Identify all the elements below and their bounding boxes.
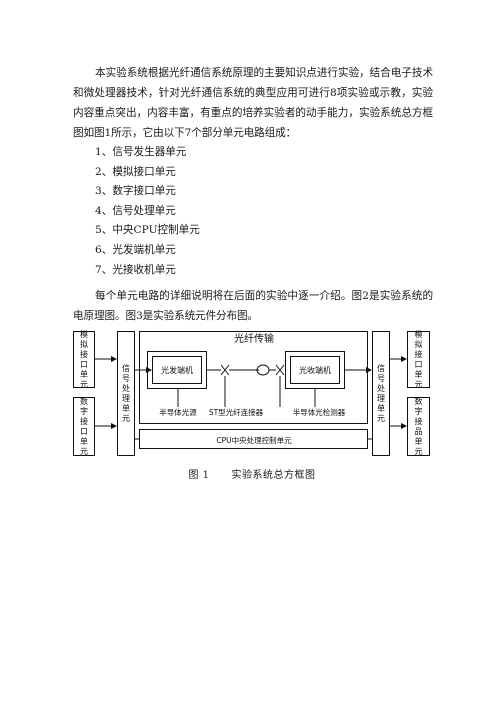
list-item: 2、模拟接口单元 [95,165,176,178]
right-processing-box [372,331,390,456]
source-label: 半导体光源 [159,407,197,417]
list-item: 4、信号处理单元 [95,204,176,217]
caption-title: 实验系统总方框图 [231,470,316,481]
right-analog-label: 模拟接口单元 [415,329,423,389]
left-analog-label: 模拟接口单元 [80,329,88,389]
receiver-label: 光收端机 [299,365,331,375]
receiver-box [285,351,345,389]
detector-label: 半导体光检测器 [293,407,346,417]
left-analog-box [73,331,95,388]
transmitter-inner-box [152,356,202,384]
list-item: 1、信号发生器单元 [95,146,187,158]
list-item: 3、数字接口单元 [95,185,176,198]
left-digital-label: 数字接口单元 [80,396,88,456]
right-analog-box [407,331,430,388]
fiber-transmission-frame [139,331,368,424]
left-processing-box [117,331,135,456]
cpu-bar-label: CPU中央处理控制单元 [216,435,292,445]
receiver-inner-box [290,356,340,384]
cpu-bar-box [139,429,368,449]
right-digital-box [407,397,430,456]
unit-list: 1、信号发生器单元 2、模拟接口单元 3、数字接口单元 4、信号处理单元 5、中… [95,143,200,280]
transmitter-label: 光发端机 [161,365,193,375]
right-processing-label: 信号处理单元 [377,363,385,423]
connector-label: ST型光纤连接器 [209,407,264,417]
list-item: 6、光发端机单元 [95,243,176,256]
block-diagram-svg: 光纤传输 光发端机 光收端机 半导体光源 ST型光纤连接器 半导体光检测器 CP… [73,329,430,456]
right-digital-label: 数字接品单元 [415,396,423,456]
caption-number: 图 1 [188,470,210,481]
diagram-title: 光纤传输 [234,332,274,345]
figure-caption: 图 1 实验系统总方框图 [0,466,504,481]
list-item: 7、光接收机单元 [95,263,176,276]
left-digital-box [73,397,95,456]
detail-paragraph: 每个单元电路的详细说明将在后面的实验中逐一介绍。图2是实验系统的电原理图。图3是… [73,290,433,322]
left-processing-label: 信号处理单元 [122,363,130,423]
list-item: 5、中央CPU控制单元 [95,224,200,237]
system-block-diagram: 光纤传输 光发端机 光收端机 半导体光源 ST型光纤连接器 半导体光检测器 CP… [73,325,435,463]
intro-paragraph: 本实验系统根据光纤通信系统原理的主要知识点进行实验，结合电子技术和微处理器技术，… [73,67,433,139]
